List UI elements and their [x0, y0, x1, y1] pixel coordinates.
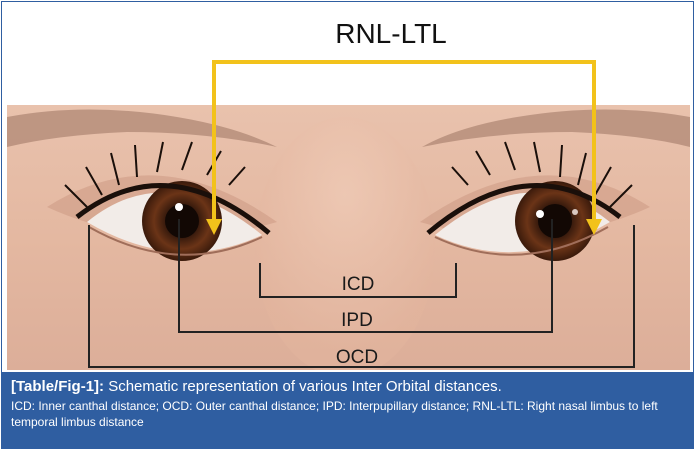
caption-note: ICD: Inner canthal distance; OCD: Outer …: [11, 398, 686, 430]
caption-title: Schematic representation of various Inte…: [104, 378, 502, 395]
caption-label: [Table/Fig-1]:: [11, 378, 104, 395]
figure-panel: RNL-LTL ICD IPD OCD: [7, 7, 690, 370]
eyes-illustration: RNL-LTL ICD IPD OCD: [7, 7, 690, 370]
rnl-ltl-label: RNL-LTL: [335, 18, 447, 49]
left-pupil: [538, 204, 572, 238]
left-highlight-2: [572, 209, 578, 215]
right-highlight: [175, 203, 183, 211]
ocd-label: OCD: [336, 347, 378, 368]
icd-label: ICD: [342, 274, 375, 295]
caption-title-line: [Table/Fig-1]: Schematic representation …: [11, 376, 686, 398]
ipd-label: IPD: [341, 310, 373, 331]
left-highlight: [536, 210, 544, 218]
figure-caption: [Table/Fig-1]: Schematic representation …: [2, 372, 694, 449]
